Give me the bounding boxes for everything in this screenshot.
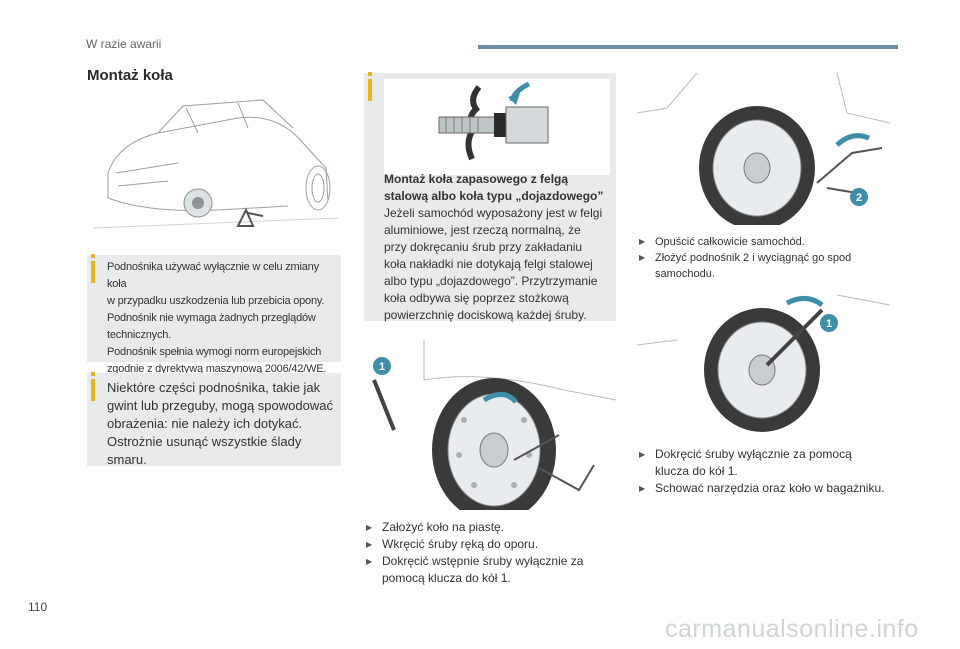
section-header: W razie awarii — [86, 37, 162, 51]
info-box-spare-wheel: Montaż koła zapasowego z felgą stalową a… — [364, 72, 616, 322]
step-continuation: pomocą klucza do kół 1. — [382, 571, 511, 585]
note-line: technicznych. — [107, 329, 172, 341]
jack-removal-illustration: 2 — [637, 73, 890, 225]
note-line: Ostrożnie usunąć wszystkie ślady smaru. — [107, 434, 302, 467]
info-body-line: powierzchnię dociskową każdej śruby. — [384, 308, 587, 322]
callout-1: 1 — [379, 361, 385, 373]
steps-lower-car: Opuścić całkowicie samochód. Złożyć podn… — [639, 234, 891, 282]
note-line: Niektóre części podnośnika, takie jak — [107, 380, 321, 395]
note-line: Podnośnik spełnia wymogi norm europejski… — [107, 346, 322, 358]
info-body-line: Jeżeli samochód wyposażony jest w felgi — [384, 206, 603, 220]
wheel-bolt-illustration — [384, 79, 610, 175]
callout-1-right: 1 — [826, 318, 832, 330]
step-item: Złożyć podnośnik 2 i wyciągnąć go spod s… — [639, 250, 891, 282]
step-item: Opuścić całkowicie samochód. — [639, 234, 891, 250]
note-line: Podnośnika używać wyłącznie w celu zmian… — [107, 261, 319, 290]
note-line: gwint lub przeguby, mogą spowodować — [107, 398, 333, 413]
info-body-line: przy dokręcaniu śrub przy zakładaniu — [384, 240, 583, 254]
step-item: Wkręcić śruby ręką do oporu. — [366, 536, 616, 553]
car-jack-illustration — [88, 88, 340, 246]
info-body-line: koła odbywa się poprzez stożkową — [384, 291, 569, 305]
header-rule — [478, 45, 898, 49]
info-body-line: aluminiowe, jest rzeczą normalną, że — [384, 223, 581, 237]
step-item: Założyć koło na piastę. — [366, 519, 616, 536]
note-line: w przypadku uszkodzenia lub przebicia op… — [107, 295, 325, 307]
warning-note-jack-use: Podnośnika używać wyłącznie w celu zmian… — [87, 254, 341, 375]
steps-tighten: Dokręcić śruby wyłącznie za pomocą klucz… — [639, 446, 891, 497]
page-title: Montaż koła — [87, 67, 173, 84]
watermark: carmanualsonline.info — [665, 615, 919, 643]
info-body-line: koła nakładki nie dotykają felgi stalowe… — [384, 257, 593, 271]
info-icon — [91, 372, 95, 401]
info-title-line: stalową albo koła typu „dojazdowego” — [384, 189, 604, 203]
info-body-line: albo typu „dojazdowego”. Przytrzymanie — [384, 274, 598, 288]
callout-2: 2 — [856, 192, 862, 204]
warning-note-jack-parts: Niektóre części podnośnika, takie jak gw… — [87, 372, 341, 467]
note-line: zgodnie z dyrektywą maszynową 2006/42/WE… — [107, 363, 327, 375]
step-item: Schować narzędzia oraz koło w bagażniku. — [639, 480, 891, 497]
info-title-line: Montaż koła zapasowego z felgą — [384, 172, 569, 186]
info-icon — [368, 72, 372, 101]
step-item: Dokręcić wstępnie śruby wyłącznie za — [366, 553, 616, 570]
wheel-mount-illustration: 1 — [364, 340, 616, 510]
steps-mount: Założyć koło na piastę. Wkręcić śruby rę… — [366, 519, 616, 587]
info-icon — [91, 254, 95, 283]
step-item: Dokręcić śruby wyłącznie za pomocą — [639, 446, 891, 463]
note-line: Podnośnik nie wymaga żadnych przeglądów — [107, 312, 316, 324]
step-continuation: klucza do kół 1. — [655, 464, 738, 478]
page-number: 110 — [28, 600, 48, 614]
wheel-tighten-illustration: 1 — [637, 285, 890, 437]
note-line: obrażenia: nie należy ich dotykać. — [107, 416, 303, 431]
